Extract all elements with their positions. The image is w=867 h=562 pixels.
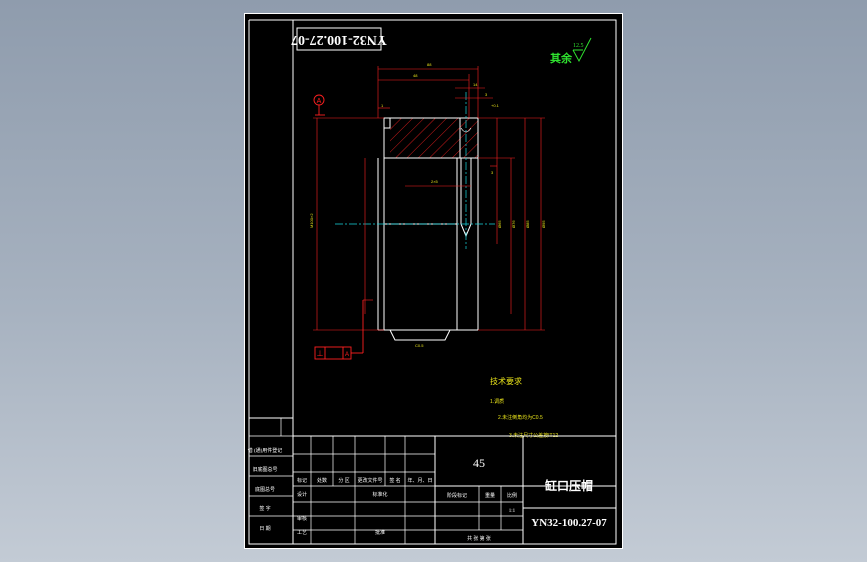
drawing-number: YN32-100.27-07: [531, 517, 607, 529]
drawing-sheet: YN32-100.27-07 其余 12.5 A: [244, 13, 623, 549]
svg-text:比例: 比例: [507, 492, 517, 499]
roughness-value: 12.5: [573, 43, 584, 49]
svg-text:共 张 第 张: 共 张 第 张: [467, 535, 491, 542]
svg-text:阶段标记: 阶段标记: [447, 492, 467, 499]
svg-text:Ø65: Ø65: [497, 220, 502, 228]
svg-text:C0.5: C0.5: [415, 343, 424, 348]
svg-text:A: A: [345, 352, 349, 358]
bottom-chamfer: [389, 329, 451, 341]
flange-step: [383, 118, 391, 129]
svg-text:2×5: 2×5: [431, 179, 439, 184]
svg-text:标记: 标记: [297, 477, 307, 484]
svg-text:Ø95: Ø95: [541, 220, 546, 228]
svg-text:重量: 重量: [485, 492, 495, 499]
part-name: 缸口压帽: [545, 478, 593, 493]
svg-text:88: 88: [427, 62, 432, 67]
datum-label: A: [317, 98, 322, 105]
svg-text:处数: 处数: [317, 477, 327, 484]
roughness-icon: [572, 37, 592, 63]
hatched-section-right: [460, 118, 478, 158]
svg-text:+0.1: +0.1: [491, 103, 500, 108]
dimensions: 48 88 14 3 +0.1 1 2×5 3 Ø65 Ø76 Ø85 Ø95 …: [309, 62, 546, 348]
svg-text:3: 3: [491, 170, 494, 175]
inner-frame: [292, 19, 617, 545]
svg-text:更改文件号: 更改文件号: [357, 477, 382, 484]
svg-text:借 (通)用件登记: 借 (通)用件登记: [248, 447, 283, 454]
svg-text:底图总号: 底图总号: [255, 486, 275, 493]
svg-text:工艺: 工艺: [297, 530, 307, 536]
svg-text:48: 48: [413, 73, 418, 78]
svg-text:1: 1: [381, 103, 384, 108]
svg-text:批准: 批准: [375, 529, 385, 536]
svg-text:签 字: 签 字: [259, 505, 270, 512]
svg-text:Ø76: Ø76: [511, 220, 516, 228]
rotated-drawing-code: YN32-100.27-07: [291, 32, 387, 47]
svg-text:Ø85: Ø85: [525, 220, 530, 228]
roughness-label: 其余: [550, 51, 573, 65]
svg-text:设计: 设计: [297, 491, 307, 498]
svg-text:标准化: 标准化: [372, 491, 387, 498]
svg-text:旧底图总号: 旧底图总号: [252, 466, 277, 473]
tolerance-frame: ⊥ A: [314, 300, 364, 360]
hatched-section: [390, 118, 460, 158]
svg-text:审核: 审核: [297, 515, 307, 522]
tech-req-line-2: 2.未注倒角均为C0.5: [498, 414, 543, 421]
cad-drawing: YN32-100.27-07 其余 12.5 A: [248, 19, 617, 545]
tech-req-title: 技术要求: [490, 376, 522, 386]
tech-req-line-1: 1.调质: [490, 398, 504, 405]
title-block: 标记 处数 分 区 更改文件号 签 名 年、月、日 设计 标准化 审核 工艺 批…: [293, 435, 616, 544]
svg-text:14: 14: [473, 82, 478, 87]
left-block: 借 (通)用件登记 旧底图总号 底图总号 签 字 日 期: [248, 417, 294, 545]
svg-text:年、月、日: 年、月、日: [407, 477, 432, 484]
scale-value: 1:1: [509, 509, 516, 514]
part-outline: [335, 92, 495, 341]
svg-text:日 期: 日 期: [259, 526, 270, 532]
svg-text:M100×2: M100×2: [309, 213, 314, 228]
material-value: 45: [473, 456, 485, 470]
svg-text:分 区: 分 区: [338, 477, 349, 484]
svg-text:签 名: 签 名: [389, 477, 400, 484]
svg-text:3: 3: [485, 92, 488, 97]
rotated-code-box: [296, 27, 382, 51]
svg-text:⊥: ⊥: [317, 349, 324, 358]
